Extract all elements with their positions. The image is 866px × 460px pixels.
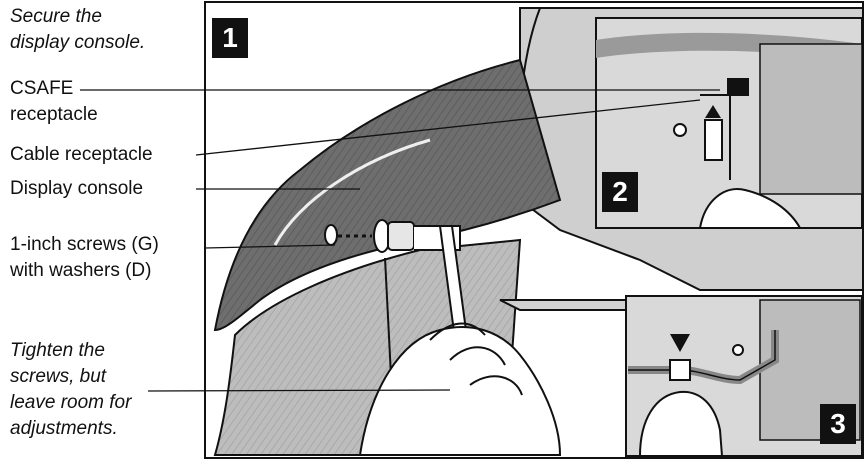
display-console-shell (213, 58, 562, 332)
step-badge-1: 1 (212, 18, 248, 58)
label-screws-washers: 1-inch screws (G) with washers (D) (10, 234, 159, 281)
instruction-tighten-screws: Tighten the screws, but leave room for a… (10, 340, 132, 439)
step-badge-2: 2 (602, 172, 638, 212)
leader-lines (80, 89, 720, 392)
hand-with-hex-key (358, 322, 562, 456)
inset-step-2 (595, 17, 863, 229)
label-display-console: Display console (10, 178, 144, 199)
label-cable-receptacle: Cable receptacle (10, 144, 153, 165)
label-csafe-receptacle: CSAFE receptacle (10, 78, 98, 125)
instruction-secure-console: Secure the display console. (10, 6, 146, 53)
step-badge-3: 3 (820, 404, 856, 444)
